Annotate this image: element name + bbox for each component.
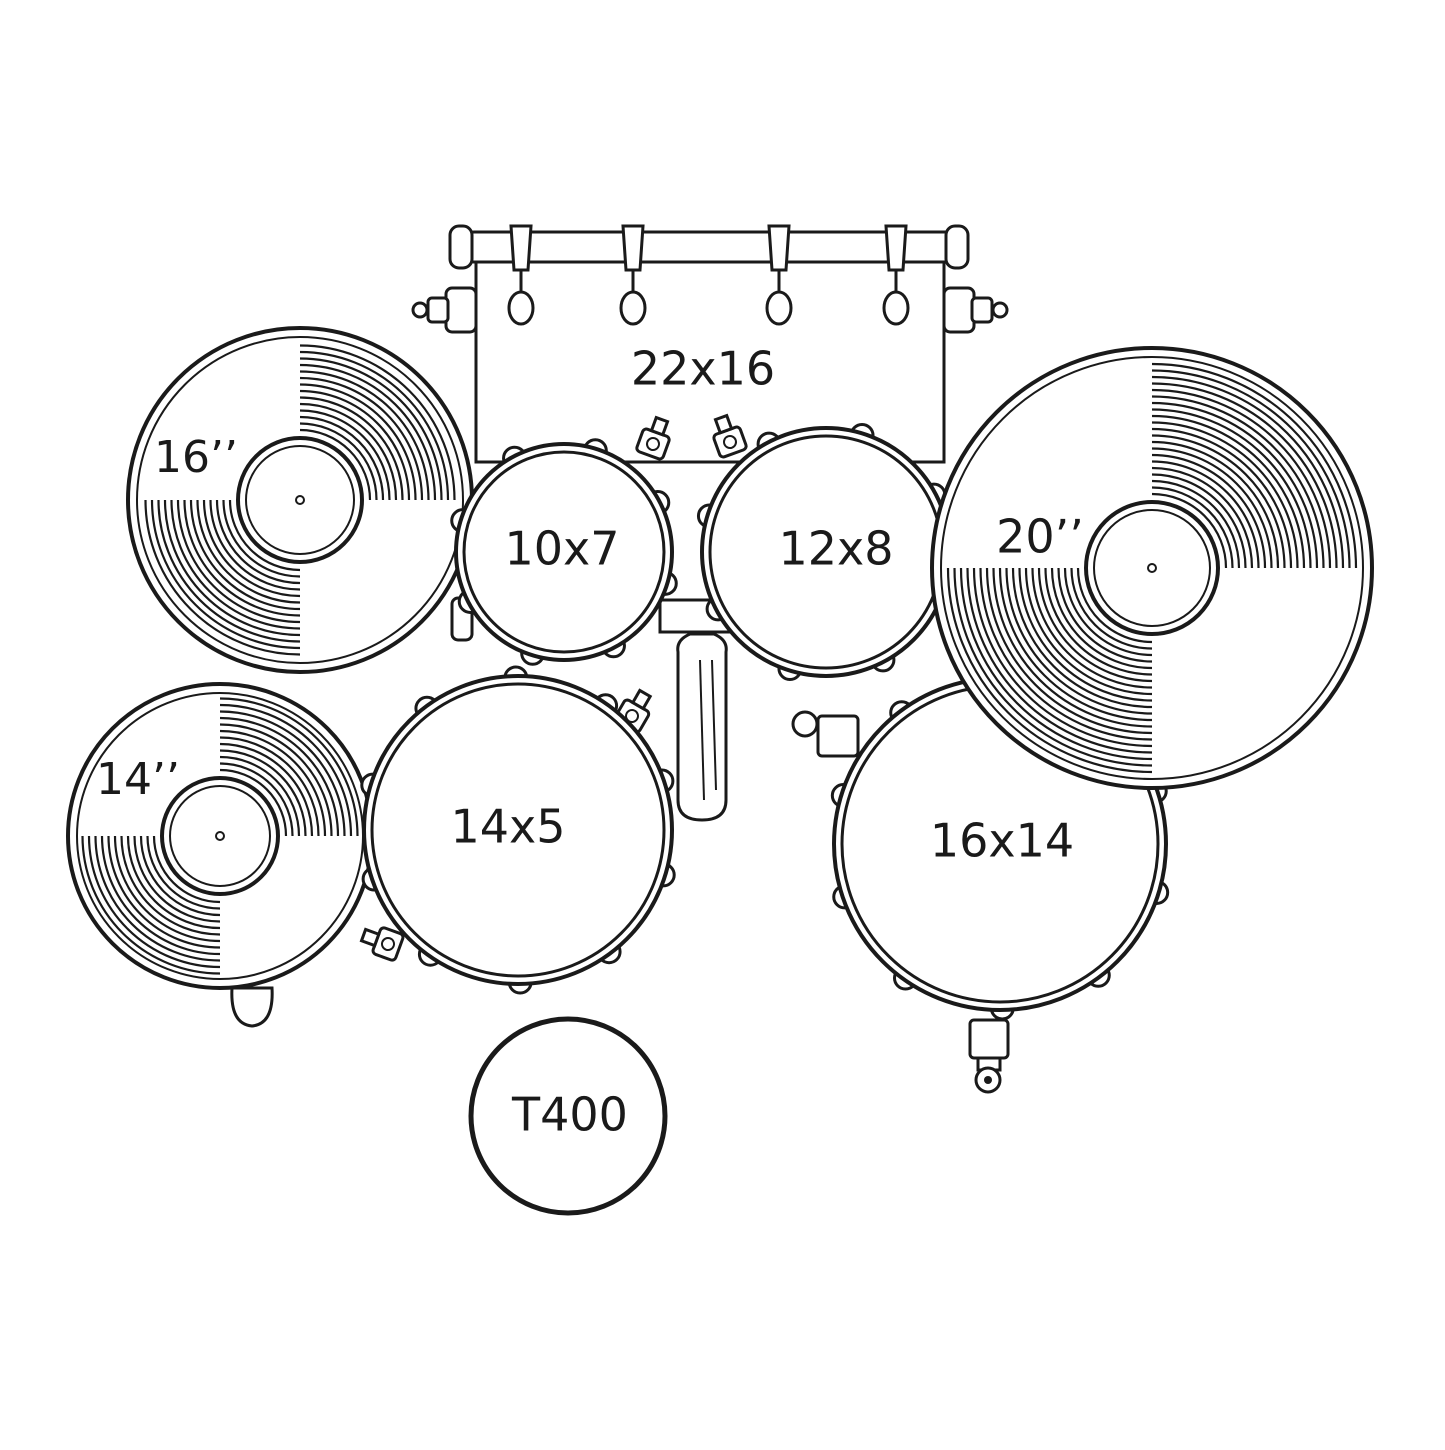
hihat-bell-inner xyxy=(169,785,271,887)
hihat-hole xyxy=(215,831,225,841)
floor-tom-leg-bracket xyxy=(968,1018,1010,1094)
snare-strainer xyxy=(359,926,405,962)
tom-left-label: 10x7 xyxy=(504,522,619,576)
crash-cymbal-bell-inner xyxy=(245,445,355,555)
ride-cymbal-rim xyxy=(940,356,1364,780)
crash-cymbal-grooves xyxy=(144,344,456,656)
crash-cymbal-hole xyxy=(295,495,305,505)
crash-cymbal-label: 16’’ xyxy=(154,432,238,483)
bass-drum-label: 22x16 xyxy=(631,342,775,396)
tom-left: 10x7 xyxy=(450,438,678,666)
hihat-grooves xyxy=(81,697,359,975)
tom-right-mount-bracket xyxy=(712,413,748,459)
throne-seat xyxy=(468,1016,668,1216)
hihat: 14’’ xyxy=(66,682,374,990)
floor-tom-label: 16x14 xyxy=(930,814,1074,868)
tom-left-mount-bracket xyxy=(635,415,671,461)
ride-cymbal-label: 20’’ xyxy=(996,510,1084,564)
drums-layer: 16’’ 14’’ 14x5 16x14 10x7 12x8 20’’ xyxy=(66,326,1374,1094)
tom-mount xyxy=(450,596,742,822)
tom-left-head xyxy=(462,450,666,654)
bass-drum-hoop-end-left xyxy=(448,224,474,270)
tom-right-label: 12x8 xyxy=(778,522,893,576)
snare-head xyxy=(370,682,666,978)
ride-cymbal-hole xyxy=(1147,563,1157,573)
crash-cymbal-rim xyxy=(136,336,464,664)
crash-cymbal: 16’’ xyxy=(126,326,474,674)
snare-label: 14x5 xyxy=(450,800,565,854)
bass-drum: 22x16 xyxy=(411,224,1009,464)
throne-label: T400 xyxy=(511,1088,628,1142)
floor-tom-side-bracket xyxy=(791,710,860,758)
hihat-pedal xyxy=(230,986,274,1028)
throne: T400 xyxy=(468,1016,668,1216)
bass-drum-hoop-end-right xyxy=(944,224,970,270)
bass-drum-hoop xyxy=(460,230,959,264)
ride-cymbal: 20’’ xyxy=(930,346,1374,790)
ride-cymbal-grooves xyxy=(946,362,1358,774)
bass-drum-claws xyxy=(507,224,910,326)
snare: 14x5 xyxy=(360,665,676,995)
hihat-label: 14’’ xyxy=(96,754,180,805)
bass-drum-spurs xyxy=(411,286,1009,334)
ride-cymbal-bell-inner xyxy=(1093,509,1211,627)
tom-right: 12x8 xyxy=(696,422,956,682)
